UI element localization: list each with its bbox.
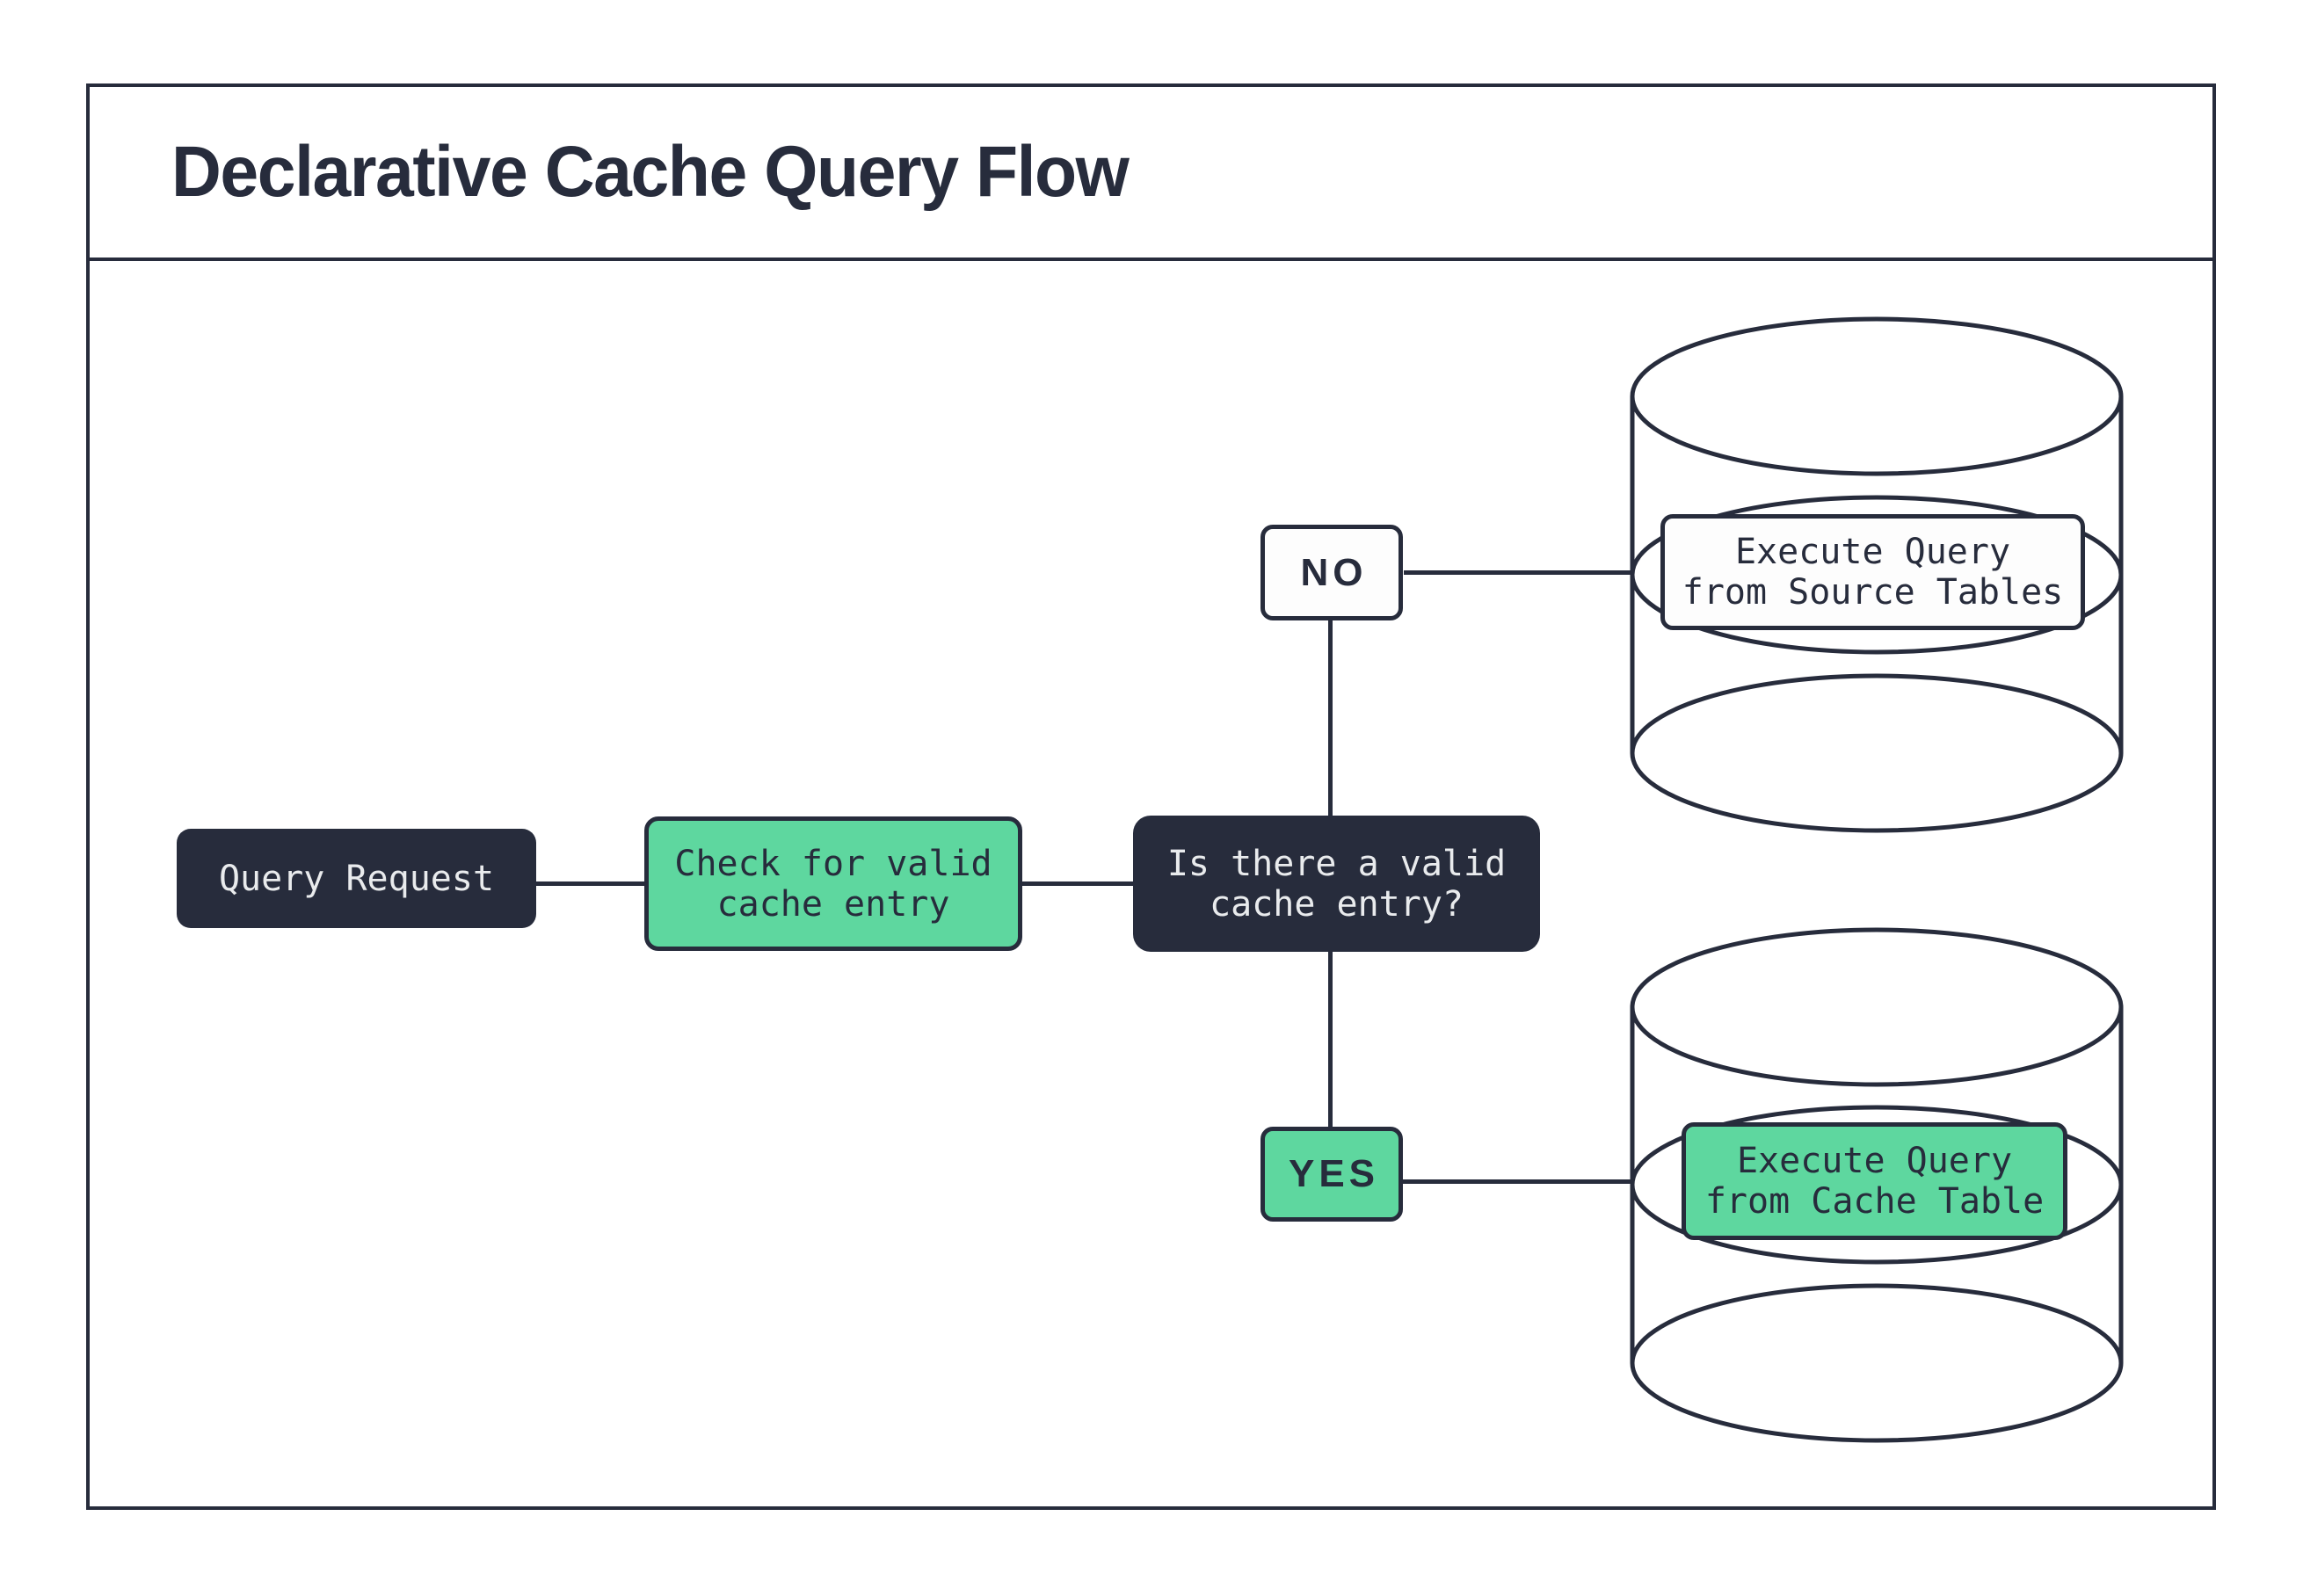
connector-check-to-decision (1022, 881, 1133, 886)
source-db-label: Execute Query from Source Tables (1660, 514, 2085, 630)
source-db-label-text: Execute Query from Source Tables (1682, 532, 2064, 613)
no-branch-node: NO (1260, 525, 1403, 620)
cylinder-disk (1630, 495, 2124, 655)
check-cache-label: Check for valid cache entry (674, 843, 992, 925)
cylinder-disk (1630, 316, 2124, 476)
yes-branch-label: YES (1288, 1152, 1380, 1195)
cache-db-label: Execute Query from Cache Table (1682, 1122, 2067, 1240)
cylinder-disk (1630, 1105, 2124, 1265)
connector-decision-to-no (1328, 620, 1333, 816)
connector-no-to-source-db (1404, 570, 1634, 575)
check-cache-node: Check for valid cache entry (644, 816, 1022, 951)
diagram-frame: Declarative Cache Query Flow (86, 83, 2216, 1510)
cylinder-disk (1630, 1283, 2124, 1443)
cylinder-disk (1630, 927, 2124, 1087)
no-branch-label: NO (1300, 550, 1368, 594)
decision-node: Is there a valid cache entry? (1133, 816, 1540, 952)
yes-branch-node: YES (1260, 1127, 1403, 1222)
decision-label: Is there a valid cache entry? (1166, 843, 1507, 925)
connector-query-to-check (536, 881, 644, 886)
query-request-label: Query Request (218, 858, 495, 899)
query-request-node: Query Request (177, 829, 536, 928)
cache-db-cylinder (1630, 927, 2124, 1443)
page-title: Declarative Cache Query Flow (171, 132, 1130, 212)
title-band: Declarative Cache Query Flow (90, 87, 2212, 261)
connector-yes-to-cache-db (1403, 1179, 1634, 1184)
connector-decision-to-yes (1328, 952, 1333, 1127)
cylinder-disk (1630, 673, 2124, 833)
cache-db-label-text: Execute Query from Cache Table (1704, 1141, 2045, 1222)
source-db-cylinder (1630, 316, 2124, 833)
